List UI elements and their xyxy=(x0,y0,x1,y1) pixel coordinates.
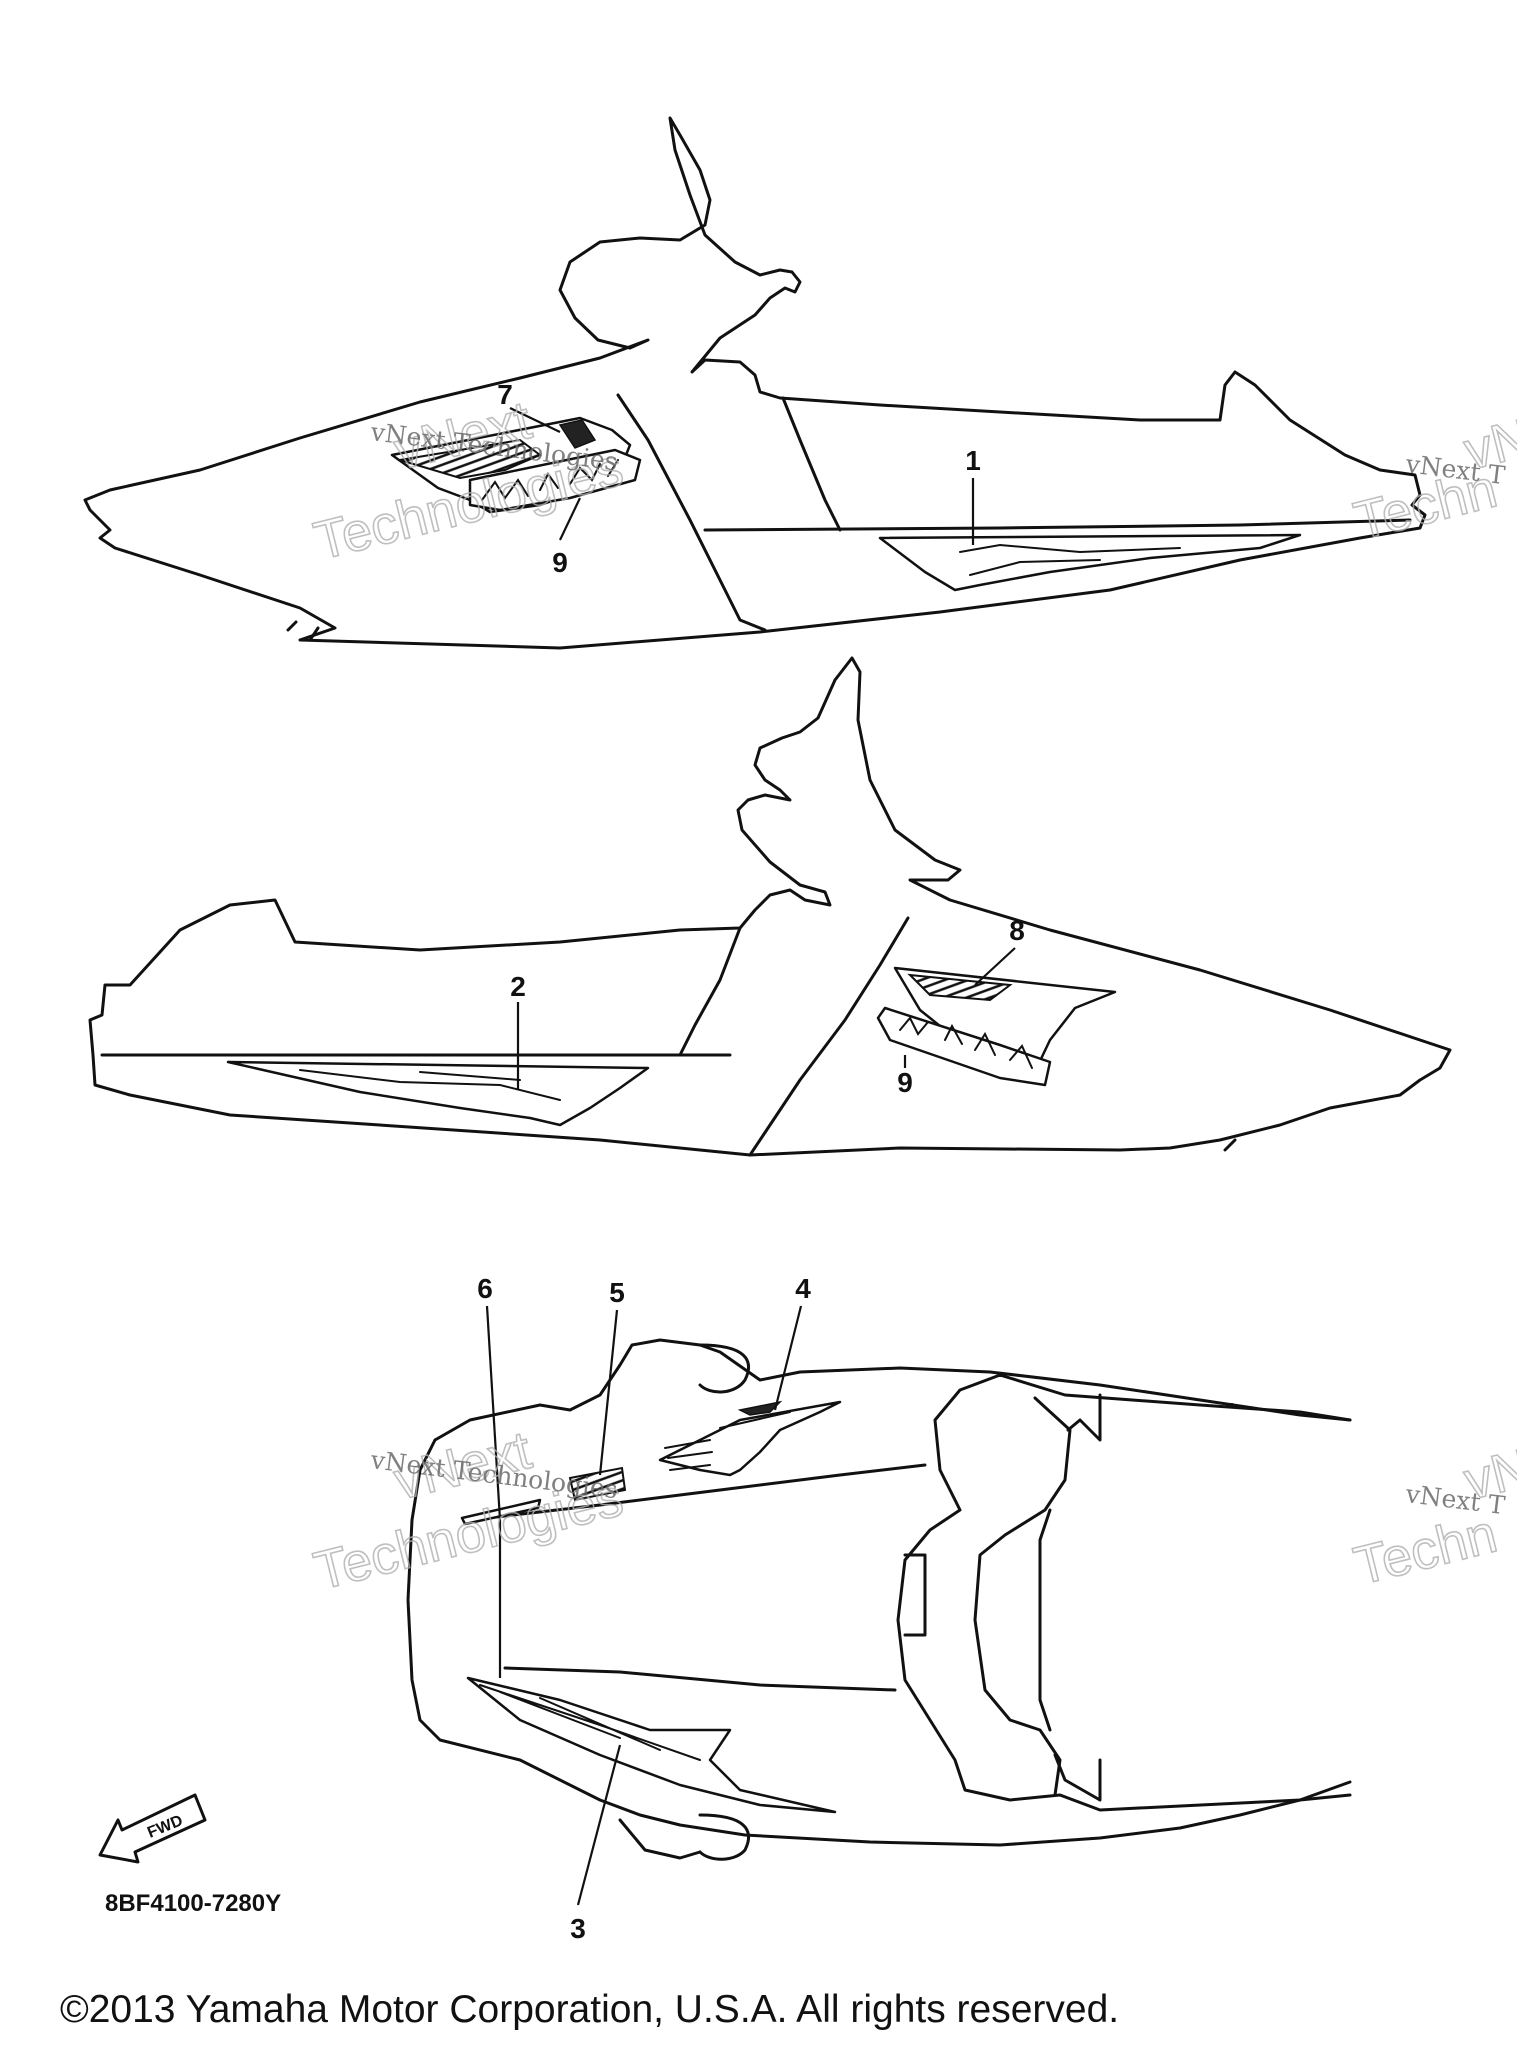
copyright-notice: ©2013 Yamaha Motor Corporation, U.S.A. A… xyxy=(60,1988,1119,2031)
hood-left-bottom-tick xyxy=(1223,1138,1237,1152)
top-view-bump-top xyxy=(698,1343,750,1394)
hood-top-view: 6 5 4 3 xyxy=(406,1273,1352,1944)
decal-graphic-front-right-hatch xyxy=(399,438,542,480)
decal-stripe-top-upper-lines xyxy=(664,1411,791,1471)
top-view-right-edge xyxy=(1053,1393,1102,1802)
decal-logo-left xyxy=(876,1006,1052,1087)
top-view-cockpit-inner xyxy=(973,1396,1072,1797)
hood-left-outline xyxy=(88,656,1452,1157)
hood-left-side-view: 2 8 9 xyxy=(88,656,1452,1157)
leader-9a xyxy=(559,497,581,541)
decal-logo-right xyxy=(468,448,642,512)
fwd-arrow: FWD xyxy=(98,1793,207,1864)
decal-badge-top xyxy=(568,1466,627,1502)
leader-4 xyxy=(773,1305,803,1411)
decal-logo-left-lettering xyxy=(899,1016,1033,1069)
leader-7 xyxy=(509,407,561,433)
decal-graphic-front-right-dark xyxy=(558,419,597,449)
decal-strip-top xyxy=(460,1498,542,1526)
watermark-cut-mid-2: Techn xyxy=(1348,1504,1502,1597)
callout-9-left: 9 xyxy=(897,1067,913,1098)
decal-stripe-left-inner xyxy=(299,1069,561,1101)
top-view-dash-slot xyxy=(903,1553,927,1637)
top-view-hood-outline xyxy=(406,1338,1352,1847)
decal-stripe-right xyxy=(878,533,1302,592)
top-view-lower-crease xyxy=(503,1666,897,1692)
decal-stripe-top-lower-lines xyxy=(479,1684,701,1761)
callout-9-right: 9 xyxy=(552,547,568,578)
hood-right-side-view: 7 1 9 xyxy=(83,116,1427,650)
top-view-upper-crease xyxy=(468,1463,927,1522)
callout-5: 5 xyxy=(609,1277,625,1308)
hood-bottom-tick-b xyxy=(308,626,320,642)
leader-3 xyxy=(576,1744,622,1906)
callout-1: 1 xyxy=(965,445,981,476)
leader-8 xyxy=(974,947,1016,986)
callout-8: 8 xyxy=(1009,915,1025,946)
hood-beltline xyxy=(703,518,1412,532)
fwd-arrow-icon xyxy=(98,1793,207,1864)
top-view-windshield xyxy=(896,1373,1352,1812)
callout-7: 7 xyxy=(497,379,513,410)
leader-5 xyxy=(598,1309,619,1476)
part-number: 8BF4100-7280Y xyxy=(105,1890,281,1917)
hood-right-outline xyxy=(83,116,1427,650)
top-view-inner-notch xyxy=(1038,1508,1052,1732)
hood-bottom-tick-a xyxy=(286,620,298,632)
decal-logo-right-lettering xyxy=(481,459,619,501)
callout-2: 2 xyxy=(510,971,526,1002)
callout-3: 3 xyxy=(570,1913,586,1944)
hood-left-seam-front xyxy=(678,926,742,1057)
decal-stripe-right-inner xyxy=(959,543,1181,576)
hood-seam-rear xyxy=(781,396,842,532)
hood-seam-front xyxy=(616,393,767,632)
top-view-bump-bottom xyxy=(698,1813,750,1861)
callout-4: 4 xyxy=(795,1273,811,1304)
decal-stripe-left xyxy=(226,1060,650,1127)
callout-6: 6 xyxy=(477,1273,493,1304)
hood-left-seam-rear xyxy=(748,916,910,1157)
decal-graphic-left-hatch xyxy=(907,973,1013,1002)
top-view-dot xyxy=(1230,1403,1234,1407)
leader-6 xyxy=(485,1305,502,1521)
decal-stripe-top-lower xyxy=(466,1676,837,1814)
decal-stripe-top-upper-dark xyxy=(737,1400,783,1416)
top-view-lower-curve xyxy=(618,1818,702,1860)
